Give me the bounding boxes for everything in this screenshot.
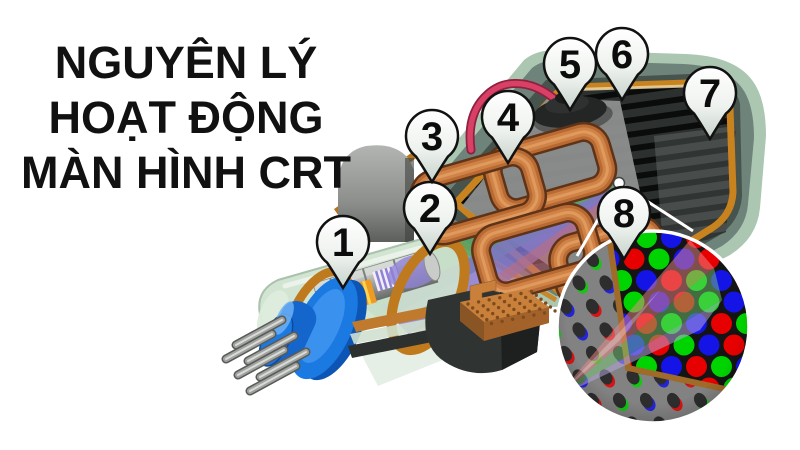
- marker-6: 6: [594, 26, 650, 103]
- marker-8: 8: [596, 185, 652, 262]
- socket-pin-1: [231, 315, 287, 350]
- marker-5: 5: [542, 36, 598, 113]
- marker-number: 4: [497, 96, 520, 140]
- magnifier-inset: [555, 176, 751, 425]
- socket-pin-6: [245, 361, 301, 396]
- marker-number: 5: [559, 43, 581, 87]
- mask-plate-front: [460, 302, 484, 341]
- marker-4: 4: [480, 89, 536, 166]
- anode-wire-core: [467, 80, 561, 153]
- marker-number: 8: [613, 192, 635, 236]
- funnel-cutaway: [348, 279, 557, 374]
- title-line-1: NGUYÊN LÝ: [55, 37, 318, 88]
- marker-number: 3: [421, 115, 443, 159]
- neck-assembly: [221, 236, 480, 396]
- marker-2: 2: [402, 180, 458, 257]
- socket-pin-2: [243, 331, 299, 366]
- collar-body: [338, 145, 414, 242]
- marker-number: 6: [611, 33, 633, 77]
- marker-7: 7: [682, 65, 738, 142]
- socket-pin-4: [221, 329, 277, 364]
- title-block: NGUYÊN LÝ HOẠT ĐỘNG MÀN HÌNH CRT: [21, 37, 351, 198]
- marker-1: 1: [315, 214, 371, 291]
- marker-number: 7: [699, 72, 721, 116]
- marker-number: 1: [332, 221, 354, 265]
- socket-pin-3: [255, 347, 311, 382]
- marker-number: 2: [419, 187, 441, 231]
- mask-plate-holes: [466, 289, 557, 326]
- socket-pin-5: [233, 345, 289, 380]
- title-line-2: HOẠT ĐỘNG: [49, 92, 324, 143]
- marker-3: 3: [404, 108, 460, 185]
- magnifier-rim: [555, 229, 751, 425]
- title-line-3: MÀN HÌNH CRT: [21, 147, 351, 198]
- socket-pins: [221, 315, 311, 396]
